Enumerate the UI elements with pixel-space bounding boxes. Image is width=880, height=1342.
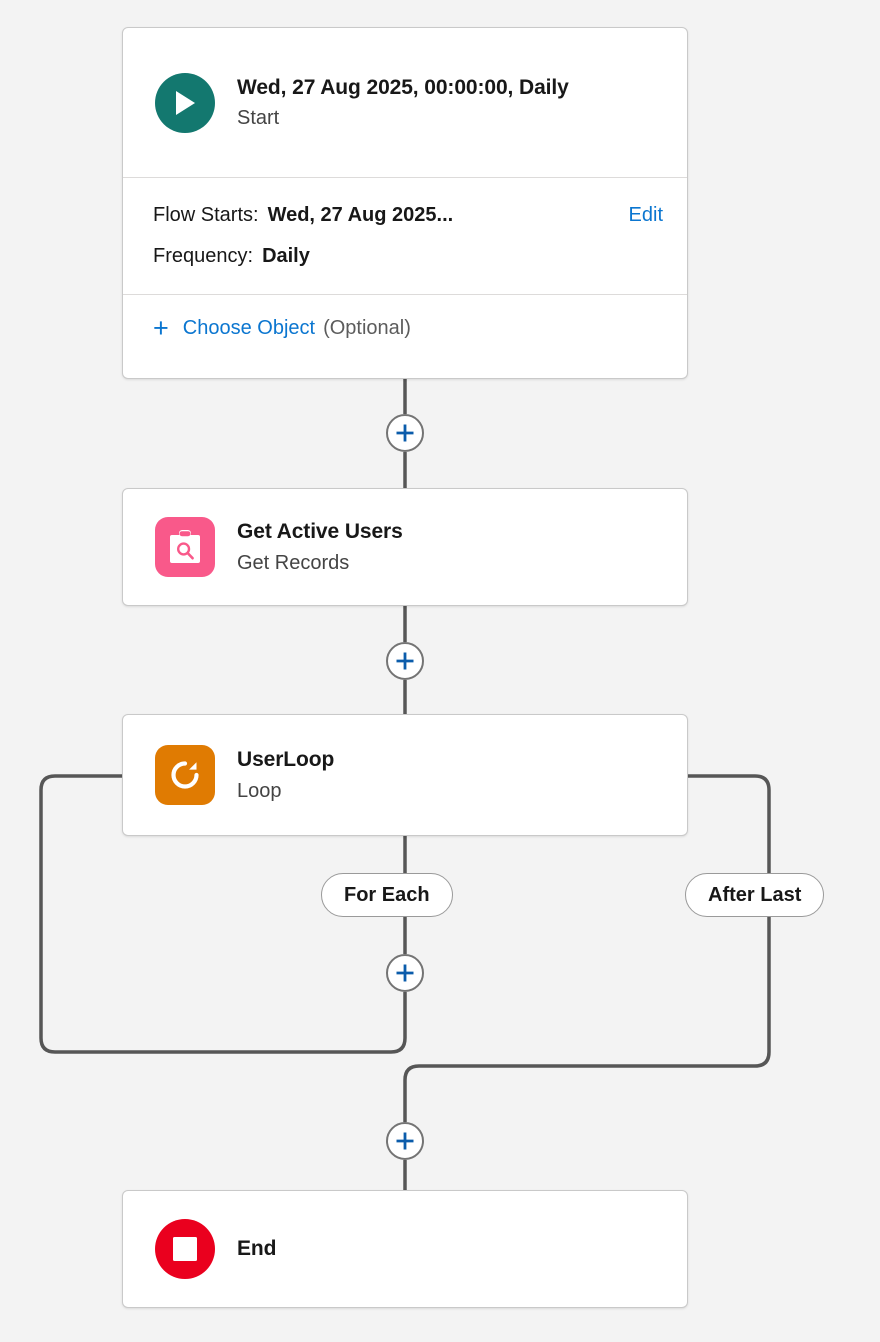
- detail-flow-starts-value: Wed, 27 Aug 2025...: [267, 204, 454, 226]
- stop-circle-icon: [153, 1217, 217, 1281]
- flow-node-start[interactable]: Wed, 27 Aug 2025, 00:00:00, Daily Start …: [122, 27, 688, 379]
- branch-label-after-last[interactable]: After Last: [685, 873, 825, 917]
- add-element-after-get-records-button[interactable]: [386, 642, 424, 680]
- get-records-node-subtitle: Get Records: [237, 551, 350, 574]
- flow-node-get-records[interactable]: Get Active Users Get Records: [122, 488, 688, 606]
- start-node-subtitle: Start: [237, 107, 280, 130]
- start-node-header[interactable]: Wed, 27 Aug 2025, 00:00:00, Daily Start: [123, 28, 687, 178]
- link-loopback-to-loop: [39, 774, 407, 1054]
- add-element-before-end-button[interactable]: [386, 1122, 424, 1160]
- start-node-title: Wed, 27 Aug 2025, 00:00:00, Daily: [237, 75, 569, 99]
- get-records-icon: [153, 515, 217, 579]
- add-element-after-start-button[interactable]: [386, 414, 424, 452]
- detail-frequency-value: Daily: [262, 245, 310, 267]
- edit-start-link[interactable]: Edit: [628, 204, 663, 226]
- detail-frequency: Frequency: Daily: [153, 241, 663, 272]
- choose-object-optional-note: (Optional): [323, 317, 411, 339]
- branch-label-for-each[interactable]: For Each: [321, 873, 453, 917]
- detail-flow-starts: Flow Starts: Wed, 27 Aug 2025... Edit: [153, 200, 663, 231]
- detail-flow-starts-label: Flow Starts:: [153, 204, 259, 226]
- play-circle-icon: [153, 71, 217, 135]
- detail-frequency-label: Frequency:: [153, 245, 254, 267]
- link-afterlast-to-plus4: [403, 774, 771, 1122]
- loop-icon: [153, 743, 217, 807]
- loop-node-subtitle: Loop: [237, 779, 282, 802]
- flow-node-loop[interactable]: UserLoop Loop: [122, 714, 688, 836]
- flow-node-end[interactable]: End: [122, 1190, 688, 1308]
- get-records-node-title: Get Active Users: [237, 520, 403, 544]
- plus-icon: +: [153, 313, 169, 343]
- add-element-in-loop-button[interactable]: [386, 954, 424, 992]
- choose-object-link[interactable]: Choose Object: [182, 317, 316, 339]
- end-node-title: End: [237, 1236, 277, 1260]
- loop-node-title: UserLoop: [237, 748, 335, 772]
- choose-object-row[interactable]: + Choose Object (Optional): [123, 295, 687, 362]
- start-node-details: Flow Starts: Wed, 27 Aug 2025... Edit Fr…: [123, 178, 687, 295]
